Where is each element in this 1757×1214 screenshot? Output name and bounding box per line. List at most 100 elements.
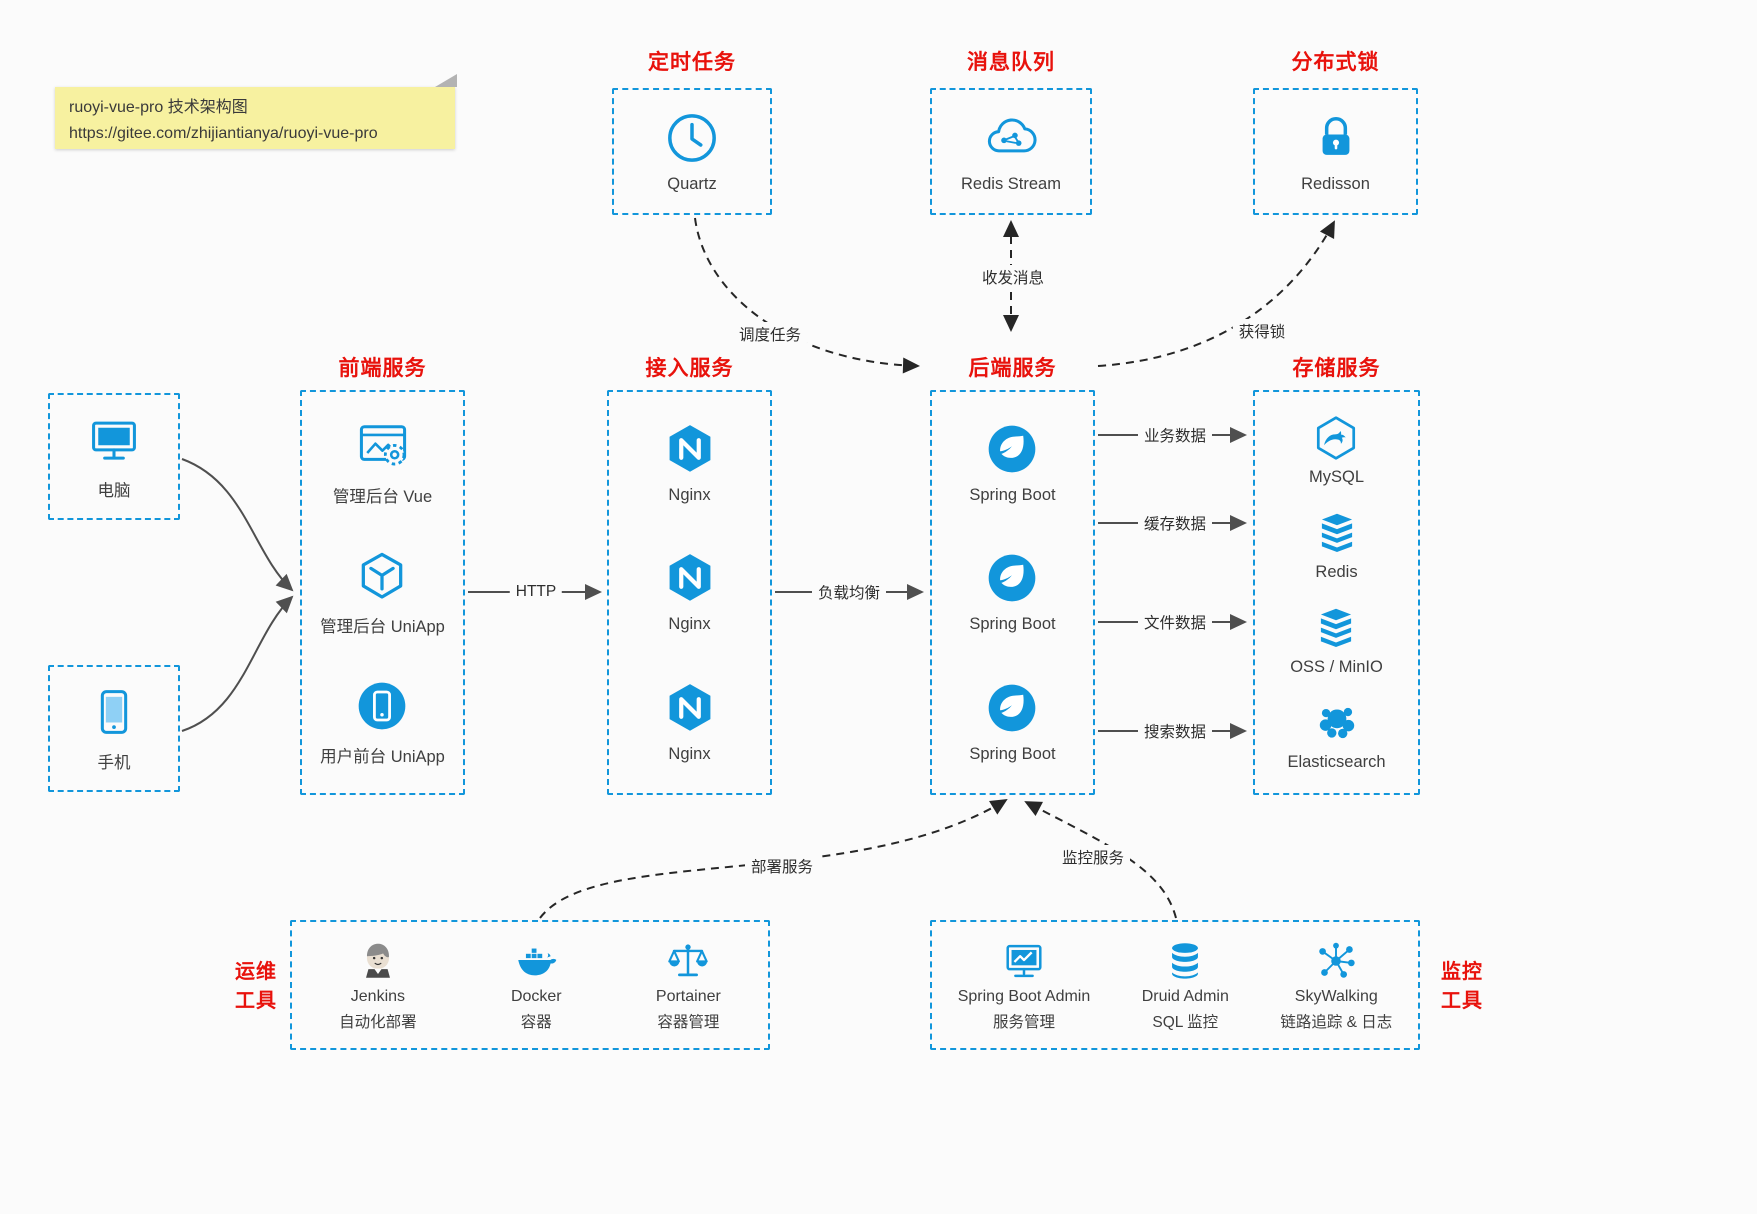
redisson-label: Redisson — [1301, 174, 1370, 193]
oss-minio-label: OSS / MinIO — [1290, 658, 1383, 677]
note-url: https://gitee.com/zhijiantianya/ruoyi-vu… — [69, 125, 378, 143]
ops-tools-box: Jenkins 自动化部署 Docker 容器 — [290, 920, 770, 1050]
ops-item-docker: Docker 容器 — [511, 938, 562, 1032]
title-ops-tools: 运维 工具 — [226, 958, 286, 1016]
title-monitor-tools: 监控 工具 — [1432, 958, 1492, 1016]
elasticsearch-label: Elasticsearch — [1287, 753, 1386, 772]
title-distributed-lock: 分布式锁 — [1291, 51, 1380, 74]
spring-boot-admin-icon — [1001, 938, 1047, 984]
frontend-item-label: 管理后台 Vue — [332, 488, 433, 507]
monitor-tools-box: Spring Boot Admin 服务管理 Druid Admin SQL 监… — [930, 920, 1420, 1050]
sba-desc: 服务管理 — [992, 1014, 1055, 1031]
lock-icon — [1308, 110, 1364, 166]
edge-label-search-data: 搜索数据 — [1137, 719, 1213, 743]
skywalking-name: SkyWalking — [1294, 988, 1378, 1005]
docker-icon — [513, 938, 559, 984]
monitor-title-line1: 监控 — [1441, 961, 1483, 983]
pc-client-box: 电脑 — [48, 393, 180, 520]
nginx-label: Nginx — [668, 485, 711, 504]
edge-label-acquire-lock: 获得锁 — [1232, 319, 1292, 343]
gateway-item-nginx-2: Nginx — [662, 550, 718, 634]
phone-client-box: 手机 — [48, 665, 180, 792]
mysql-icon — [1311, 413, 1361, 463]
cloud-stream-icon — [983, 110, 1039, 166]
monitor-title-line2: 工具 — [1441, 990, 1483, 1012]
storage-item-mysql: MySQL — [1309, 413, 1364, 487]
edge-label-load-balance: 负载均衡 — [811, 580, 887, 604]
redis-stack-icon — [1312, 508, 1362, 558]
frontend-item-user-uniapp: 用户前台 UniApp — [320, 678, 445, 767]
edge-label-cache-data: 缓存数据 — [1137, 511, 1213, 535]
spring-boot-label: Spring Boot — [969, 615, 1056, 634]
storage-item-oss: OSS / MinIO — [1290, 603, 1383, 677]
frontend-box: 管理后台 Vue 管理后台 UniApp — [300, 390, 465, 795]
edge-label-http: HTTP — [509, 582, 563, 602]
portainer-desc: 容器管理 — [657, 1014, 720, 1031]
druid-name: Druid Admin — [1141, 988, 1229, 1005]
edge-acquire-lock — [1097, 220, 1335, 367]
title-frontend: 前端服务 — [338, 357, 427, 380]
distributed-lock-box: Redisson — [1253, 88, 1418, 215]
monitor-item-sba: Spring Boot Admin 服务管理 — [957, 938, 1091, 1032]
storage-item-redis: Redis — [1312, 508, 1362, 582]
ops-item-jenkins: Jenkins 自动化部署 — [339, 938, 417, 1032]
docker-desc: 容器 — [520, 1014, 552, 1031]
backend-item-spring-1: Spring Boot — [969, 421, 1056, 505]
jenkins-name: Jenkins — [350, 988, 406, 1005]
uniapp-cube-icon — [354, 548, 410, 604]
sticky-note: ruoyi-vue-pro 技术架构图 https://gitee.com/zh… — [55, 74, 457, 149]
edge-phone-to-frontend — [181, 595, 294, 732]
ops-item-portainer: Portainer 容器管理 — [656, 938, 721, 1032]
portainer-name: Portainer — [655, 988, 721, 1005]
edge-label-deploy-service: 部署服务 — [744, 854, 820, 878]
phone-icon — [86, 684, 142, 740]
edge-label-schedule-task: 调度任务 — [732, 322, 808, 346]
spring-boot-label: Spring Boot — [969, 485, 1056, 504]
jenkins-icon — [355, 938, 401, 984]
docker-name: Docker — [510, 988, 562, 1005]
user-app-icon — [354, 678, 410, 734]
spring-boot-icon — [984, 421, 1040, 477]
druid-desc: SQL 监控 — [1152, 1014, 1219, 1031]
gateway-box: Nginx Nginx Nginx — [607, 390, 772, 795]
nginx-icon — [662, 421, 718, 477]
edge-label-business-data: 业务数据 — [1137, 423, 1213, 447]
frontend-item-label: 用户前台 UniApp — [320, 747, 445, 766]
title-scheduled-tasks: 定时任务 — [648, 51, 736, 74]
redis-stream-label: Redis Stream — [961, 174, 1061, 193]
nginx-label: Nginx — [668, 615, 711, 634]
backend-box: Spring Boot Spring Boot Spring Boot — [930, 390, 1095, 795]
note-title: ruoyi-vue-pro 技术架构图 — [69, 99, 248, 116]
edge-label-file-data: 文件数据 — [1137, 610, 1213, 634]
edge-pc-to-frontend — [181, 458, 294, 592]
quartz-label: Quartz — [667, 174, 717, 193]
clock-icon — [664, 110, 720, 166]
skywalking-graph-icon — [1313, 938, 1359, 984]
backend-item-spring-3: Spring Boot — [969, 680, 1056, 764]
portainer-scales-icon — [665, 938, 711, 984]
sba-name: Spring Boot Admin — [957, 988, 1091, 1005]
edge-label-monitor-service: 监控服务 — [1055, 845, 1131, 869]
jenkins-desc: 自动化部署 — [339, 1014, 417, 1031]
edge-label-send-receive-msg: 收发消息 — [975, 265, 1051, 289]
druid-database-icon — [1162, 938, 1208, 984]
pc-label: 电脑 — [97, 482, 131, 500]
gateway-item-nginx-1: Nginx — [662, 421, 718, 505]
message-queue-box: Redis Stream — [930, 88, 1092, 215]
monitor-icon — [86, 412, 142, 468]
redis-label: Redis — [1315, 562, 1358, 581]
monitor-item-skywalking: SkyWalking 链路追踪 & 日志 — [1280, 938, 1392, 1032]
storage-item-elasticsearch: Elasticsearch — [1287, 698, 1386, 772]
nginx-label: Nginx — [668, 745, 711, 764]
scheduled-tasks-box: Quartz — [612, 88, 772, 215]
monitor-item-druid: Druid Admin SQL 监控 — [1142, 938, 1229, 1032]
title-storage: 存储服务 — [1292, 357, 1381, 380]
frontend-item-label: 管理后台 UniApp — [320, 617, 445, 636]
phone-label: 手机 — [97, 754, 131, 772]
spring-boot-icon — [984, 680, 1040, 736]
title-gateway: 接入服务 — [645, 357, 734, 380]
backend-item-spring-2: Spring Boot — [969, 550, 1056, 634]
nginx-icon — [662, 550, 718, 606]
spring-boot-icon — [984, 550, 1040, 606]
